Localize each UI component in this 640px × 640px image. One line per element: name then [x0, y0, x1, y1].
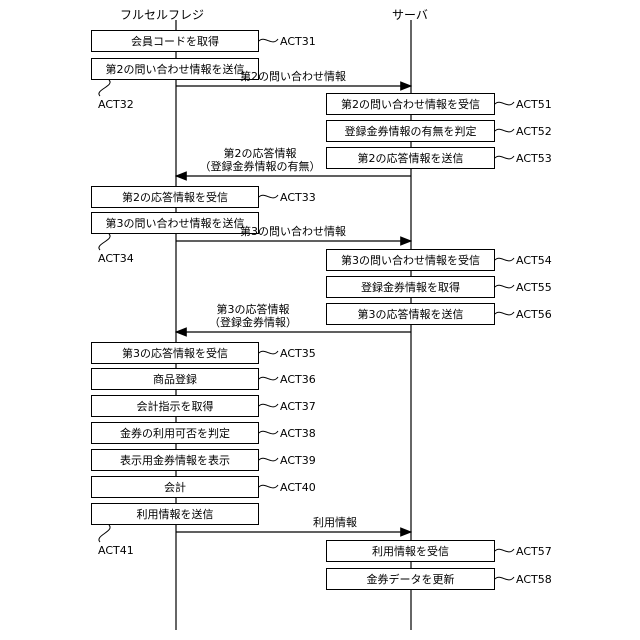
- act-label: ACT39: [280, 454, 316, 467]
- act-label: ACT37: [280, 400, 316, 413]
- register-step-box: 商品登録: [91, 368, 259, 390]
- message-label: 第3の応答情報 （登録金券情報）: [178, 303, 328, 329]
- server-step-box: 第3の問い合わせ情報を受信: [326, 249, 495, 271]
- act-label: ACT40: [280, 481, 316, 494]
- message-label: 利用情報: [260, 516, 410, 529]
- act-label: ACT38: [280, 427, 316, 440]
- register-step-box: 第2の応答情報を受信: [91, 186, 259, 208]
- act-connector: [495, 156, 514, 159]
- act-connector: [495, 285, 514, 288]
- server-step-box: 登録金券情報の有無を判定: [326, 120, 495, 142]
- act-connector: [495, 312, 514, 315]
- act-label: ACT54: [516, 254, 552, 267]
- act-connector: [259, 39, 278, 42]
- server-step-box: 金券データを更新: [326, 568, 495, 590]
- server-lifeline-title: サーバ: [392, 8, 428, 22]
- act-label: ACT52: [516, 125, 552, 138]
- act-connector: [495, 577, 514, 580]
- register-step-box: 利用情報を送信: [91, 503, 259, 525]
- act-connector: [259, 377, 278, 380]
- act-connector: [99, 234, 110, 250]
- act-label: ACT51: [516, 98, 552, 111]
- act-connector: [99, 525, 110, 542]
- act-connector: [259, 195, 278, 198]
- act-label: ACT34: [98, 252, 134, 265]
- act-connector: [495, 549, 514, 552]
- message-label: 第3の問い合わせ情報: [218, 225, 368, 238]
- server-step-box: 第2の応答情報を送信: [326, 147, 495, 169]
- register-lifeline-title: フルセルフレジ: [120, 8, 204, 22]
- act-label: ACT33: [280, 191, 316, 204]
- server-step-box: 登録金券情報を取得: [326, 276, 495, 298]
- message-label: 第2の応答情報 （登録金券情報の有無）: [185, 147, 335, 173]
- act-connector: [259, 351, 278, 354]
- act-label: ACT55: [516, 281, 552, 294]
- act-connector: [259, 404, 278, 407]
- act-label: ACT53: [516, 152, 552, 165]
- message-label: 第2の問い合わせ情報: [218, 70, 368, 83]
- act-connector: [99, 80, 110, 96]
- register-step-box: 会計: [91, 476, 259, 498]
- act-label: ACT35: [280, 347, 316, 360]
- act-connector: [259, 485, 278, 488]
- act-label: ACT57: [516, 545, 552, 558]
- register-step-box: 会計指示を取得: [91, 395, 259, 417]
- act-connector: [495, 258, 514, 261]
- act-label: ACT32: [98, 98, 134, 111]
- act-label: ACT56: [516, 308, 552, 321]
- act-label: ACT41: [98, 544, 134, 557]
- server-step-box: 第3の応答情報を送信: [326, 303, 495, 325]
- act-label: ACT31: [280, 35, 316, 48]
- register-step-box: 会員コードを取得: [91, 30, 259, 52]
- act-label: ACT36: [280, 373, 316, 386]
- act-label: ACT58: [516, 573, 552, 586]
- register-step-box: 第3の応答情報を受信: [91, 342, 259, 364]
- act-connector: [259, 458, 278, 461]
- act-connector: [495, 102, 514, 105]
- register-step-box: 金券の利用可否を判定: [91, 422, 259, 444]
- server-step-box: 第2の問い合わせ情報を受信: [326, 93, 495, 115]
- act-connector: [259, 431, 278, 434]
- server-step-box: 利用情報を受信: [326, 540, 495, 562]
- register-step-box: 表示用金券情報を表示: [91, 449, 259, 471]
- act-connector: [495, 129, 514, 132]
